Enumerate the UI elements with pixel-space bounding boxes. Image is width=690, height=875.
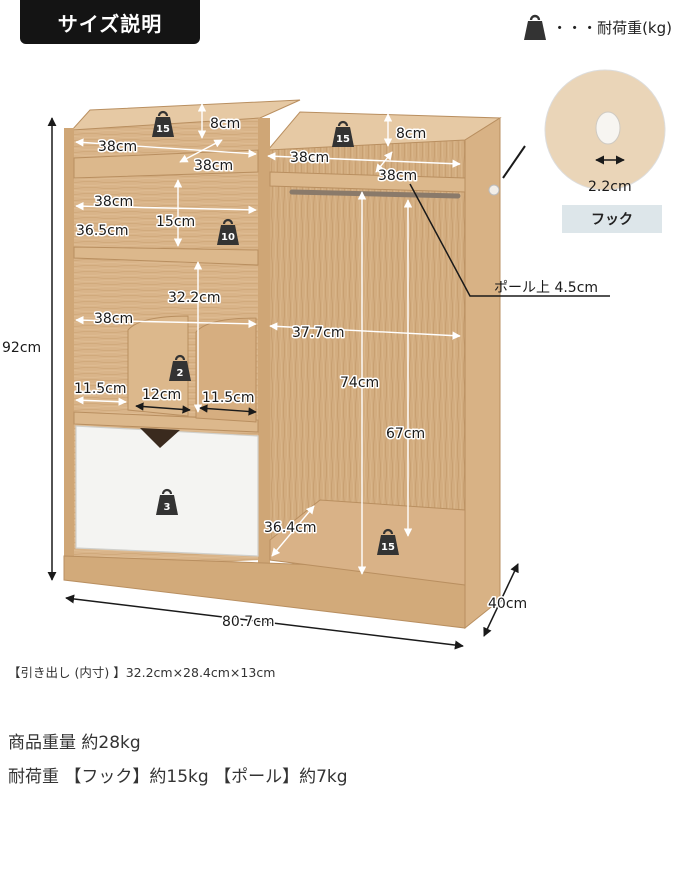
load-legend: ・・・耐荷重(kg)	[522, 12, 672, 42]
top-right-height-label: 8cm	[396, 126, 426, 142]
weight-icon: 2	[169, 354, 191, 381]
weight-icon: 3	[156, 488, 178, 515]
weight-icon: 15	[377, 528, 399, 555]
right-bottom-depth-label: 36.4cm	[264, 520, 317, 536]
shelf-height-label: 15cm	[156, 214, 195, 230]
furniture-diagram: 2.2cm 92cm 80.7cm 40cm 38cm 38cm 8cm 38c…	[1, 69, 666, 650]
right-height-pole-label: 67cm	[386, 426, 425, 442]
hook-size-label: 2.2cm	[588, 179, 632, 195]
top-left-depth-label: 38cm	[194, 158, 233, 174]
product-weight-text: 商品重量 約28kg	[8, 733, 141, 753]
weight-icon: 15	[332, 120, 354, 147]
shelf-upper-left	[73, 246, 259, 266]
weight-icon: 15	[152, 110, 174, 137]
hook-label: フック	[591, 212, 633, 228]
weight-drawer: 3	[164, 502, 171, 513]
middle-width-label: 38cm	[94, 311, 133, 327]
right-height-full-label: 74cm	[340, 375, 379, 391]
weight-divider: 2	[177, 368, 184, 379]
width-total-label: 80.7cm	[222, 614, 275, 630]
right-inner-width-label: 37.7cm	[292, 325, 345, 341]
side-hook-knob[interactable]	[488, 184, 500, 196]
divider-center-label: 12cm	[142, 387, 181, 403]
cabinet-center-divider	[258, 118, 270, 566]
weight-top-right: 15	[336, 134, 350, 145]
top-right-width-label: 38cm	[290, 150, 329, 166]
top-right-depth-label: 38cm	[378, 168, 417, 184]
shelf-width-label: 38cm	[94, 194, 133, 210]
cabinet-back-right	[268, 140, 465, 585]
shelf-depth-label: 36.5cm	[76, 223, 129, 239]
height-total-label: 92cm	[2, 340, 41, 356]
cabinet	[63, 99, 502, 630]
depth-total-label: 40cm	[488, 596, 527, 612]
hook-detail: 2.2cm	[502, 69, 666, 195]
drawer-inner-note: 【引き出し (内寸) 】32.2cm×28.4cm×13cm	[8, 665, 276, 680]
section-title: サイズ説明	[57, 11, 163, 36]
drawer-handle[interactable]	[140, 428, 180, 448]
weight-icon	[524, 14, 547, 40]
section-title-badge: サイズ説明	[20, 0, 200, 44]
weight-shelf: 10	[221, 232, 235, 243]
hanging-pole	[289, 189, 461, 199]
load-legend-label: ・・・耐荷重(kg)	[552, 18, 672, 37]
middle-height-label: 32.2cm	[168, 290, 221, 306]
book-divider-right	[195, 317, 257, 423]
pole-offset-label: ポール上 4.5cm	[494, 280, 598, 296]
cabinet-left-panel	[64, 128, 74, 580]
load-capacity-text: 耐荷重 【フック】約15kg 【ポール】約7kg	[8, 767, 348, 787]
divider-right-label: 11.5cm	[202, 390, 255, 406]
top-left-width-label: 38cm	[98, 139, 137, 155]
shelf-top-right	[269, 171, 466, 193]
weight-top-left: 15	[156, 124, 170, 135]
overall-dimensions: 92cm 80.7cm 40cm	[1, 117, 529, 650]
hook-label-tag: フック	[562, 205, 662, 233]
weight-markers: 15 15 10 2 3 15	[152, 110, 399, 555]
weight-icon: 10	[217, 218, 239, 245]
top-left-height-label: 8cm	[210, 116, 240, 132]
cabinet-top-left	[70, 99, 301, 131]
weight-right-bottom: 15	[381, 542, 395, 553]
divider-left-label: 11.5cm	[74, 381, 127, 397]
interior-dimensions: 38cm 38cm 8cm 38cm 38cm 8cm 38cm 36.5cm …	[73, 103, 610, 575]
